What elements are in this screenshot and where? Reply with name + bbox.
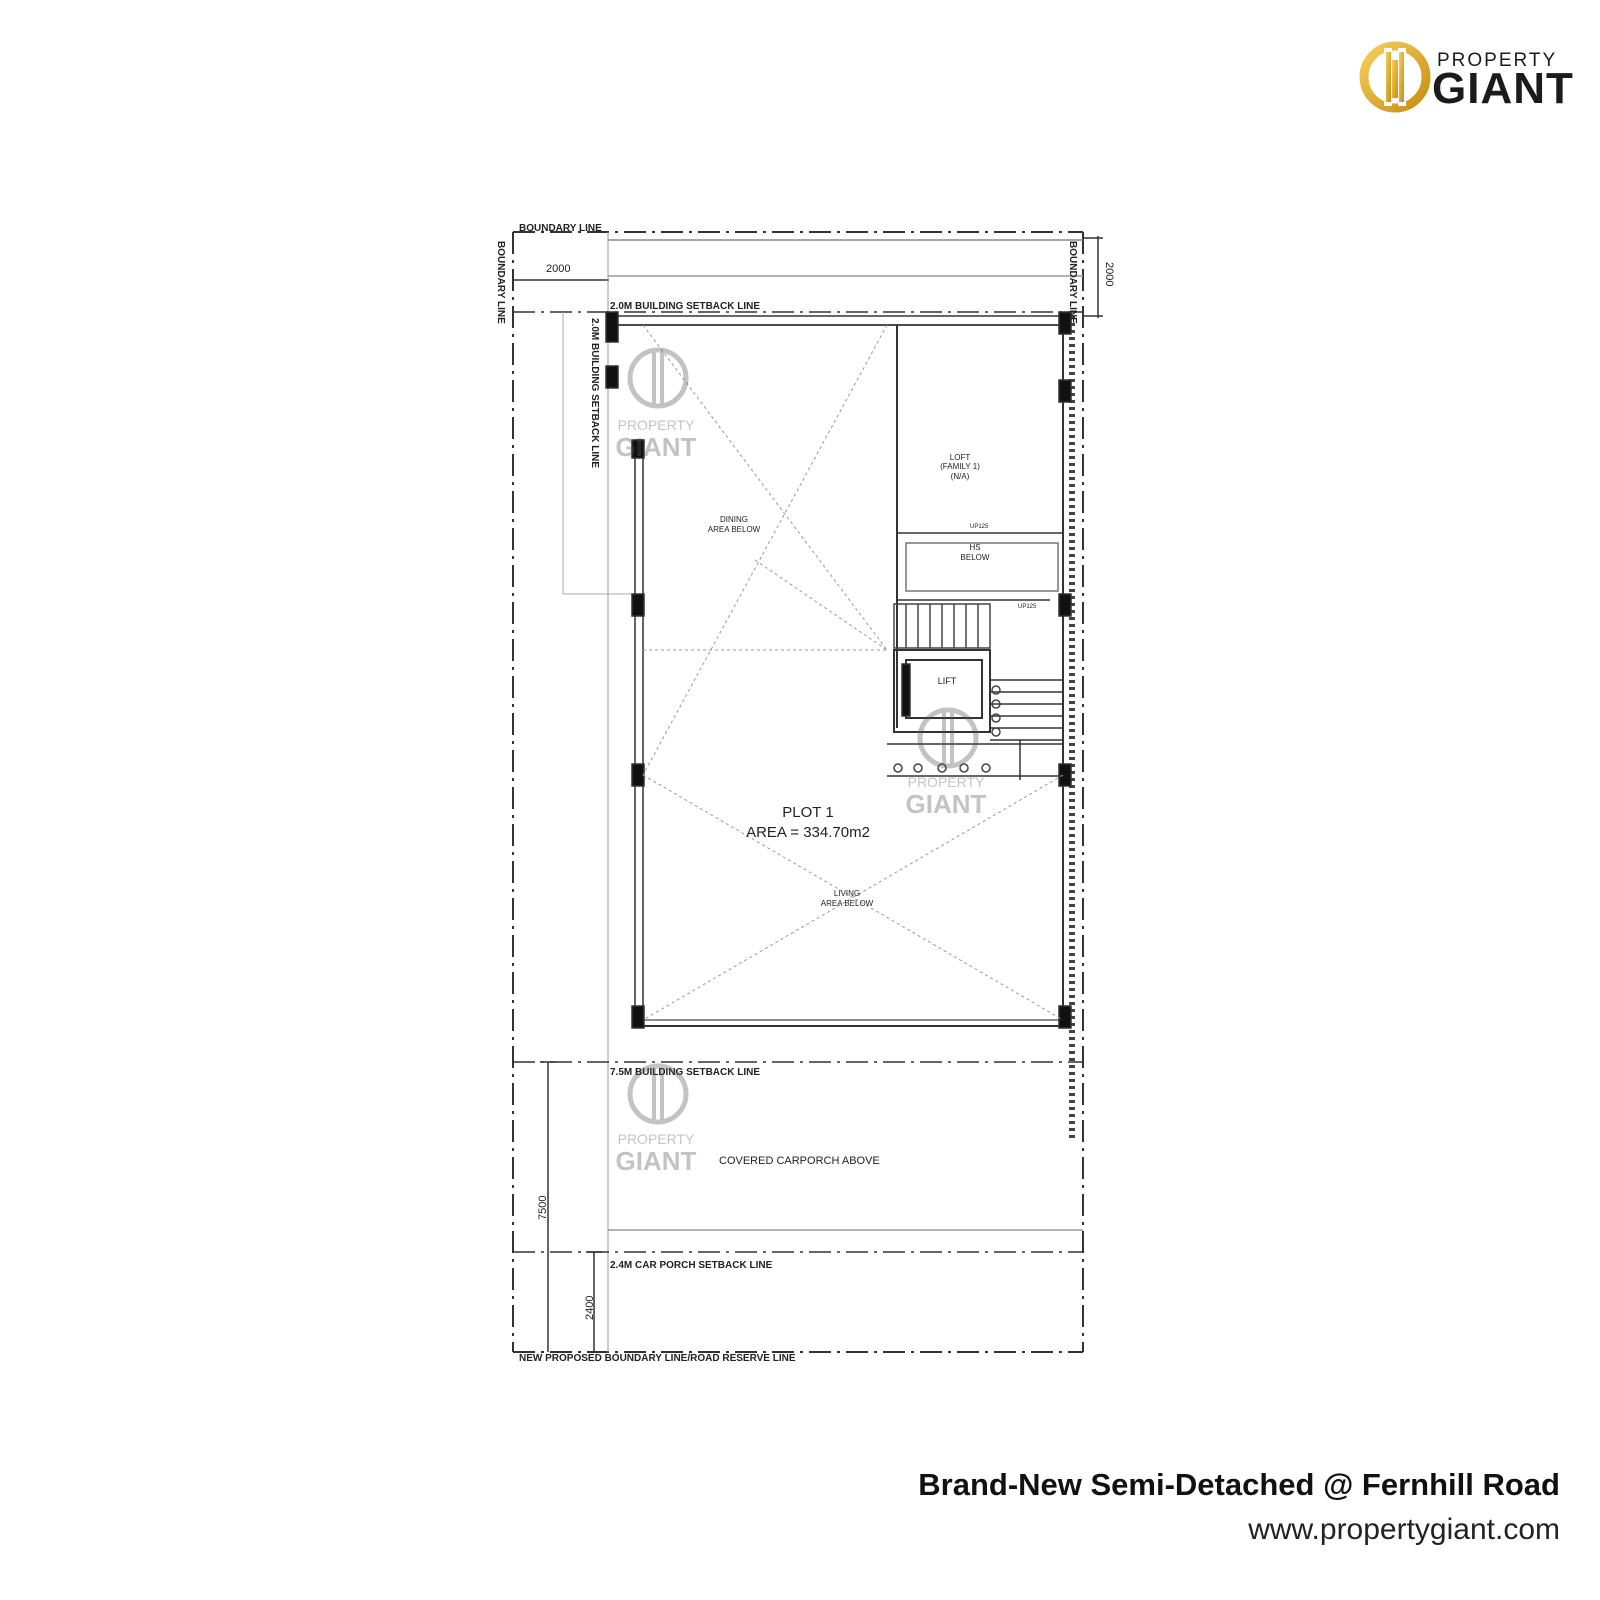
caption-title: Brand-New Semi-Detached @ Fernhill Road bbox=[918, 1467, 1560, 1502]
boundary-outline bbox=[512, 231, 1084, 1353]
label-lift: LIFT bbox=[938, 676, 957, 686]
watermark-1-top: PROPERTY bbox=[618, 417, 695, 433]
watermark-3: PROPERTY GIANT bbox=[616, 1063, 697, 1176]
label-hs: HS bbox=[969, 543, 980, 552]
label-living-sub: AREA BELOW bbox=[821, 899, 874, 908]
label-setback-7-5: 7.5M BUILDING SETBACK LINE bbox=[610, 1067, 760, 1078]
label-dim-2000-right: 2000 bbox=[1103, 262, 1115, 286]
caption-url: www.propertygiant.com bbox=[1248, 1513, 1560, 1546]
label-dining-sub: AREA BELOW bbox=[708, 525, 761, 534]
label-dim-2000-top: 2000 bbox=[546, 263, 570, 275]
label-boundary-left: BOUNDARY LINE bbox=[495, 241, 506, 324]
label-plot: PLOT 1 bbox=[782, 804, 833, 821]
label-loft-na: (N/A) bbox=[951, 472, 970, 481]
brand-logo: PROPERTY GIANT bbox=[1358, 38, 1573, 118]
watermark-1: PROPERTY GIANT bbox=[616, 347, 697, 462]
label-carporch: COVERED CARPORCH ABOVE bbox=[719, 1155, 880, 1167]
logo-text-main: GIANT bbox=[1432, 64, 1574, 113]
watermark-2: PROPERTY GIANT bbox=[906, 707, 987, 819]
watermark-1-main: GIANT bbox=[616, 432, 697, 462]
label-dim-7500: 7500 bbox=[537, 1196, 549, 1220]
watermark-3-main: GIANT bbox=[616, 1146, 697, 1176]
label-setback-top: 2.0M BUILDING SETBACK LINE bbox=[610, 301, 760, 312]
logo-text-top: PROPERTY bbox=[1437, 50, 1558, 71]
label-boundary-right: BOUNDARY LINE bbox=[1067, 241, 1078, 324]
label-dining: DINING bbox=[720, 515, 748, 524]
label-dim-2400: 2400 bbox=[584, 1296, 596, 1320]
label-bottom-boundary: NEW PROPOSED BOUNDARY LINE/ROAD RESERVE … bbox=[519, 1353, 796, 1364]
label-living: LIVING bbox=[834, 889, 860, 898]
logo-mark-icon bbox=[1359, 41, 1431, 113]
label-hs-below: BELOW bbox=[961, 553, 990, 562]
watermark-3-top: PROPERTY bbox=[618, 1131, 695, 1147]
watermark-2-top: PROPERTY bbox=[908, 774, 985, 790]
label-boundary-top: BOUNDARY LINE bbox=[519, 223, 602, 234]
label-loft-sub: (FAMILY 1) bbox=[940, 462, 980, 471]
label-up125-b: UP125 bbox=[1018, 604, 1037, 610]
watermark-2-main: GIANT bbox=[906, 789, 987, 819]
label-up125-a: UP125 bbox=[970, 524, 989, 530]
label-setback-side: 2.0M BUILDING SETBACK LINE bbox=[589, 318, 600, 468]
caption: Brand-New Semi-Detached @ Fernhill Road … bbox=[918, 1467, 1560, 1547]
label-area: AREA = 334.70m2 bbox=[746, 824, 870, 841]
label-loft: LOFT bbox=[950, 453, 971, 462]
label-setback-2-4: 2.4M CAR PORCH SETBACK LINE bbox=[610, 1260, 773, 1271]
